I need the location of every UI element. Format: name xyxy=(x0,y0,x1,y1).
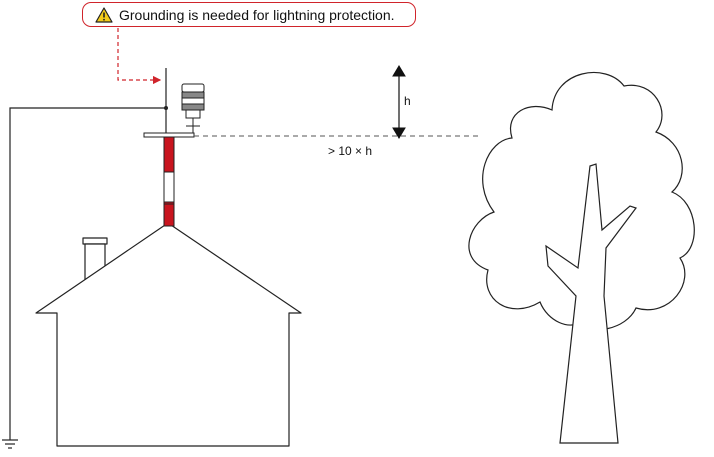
warning-triangle-icon xyxy=(95,7,113,23)
weather-sensor-icon xyxy=(182,84,204,133)
ground-symbol-icon xyxy=(2,440,18,448)
mast-base xyxy=(164,204,174,226)
callout-pointer-arrow xyxy=(118,28,160,80)
distance-label: > 10 × h xyxy=(328,144,372,158)
grounding-callout: Grounding is needed for lightning protec… xyxy=(82,2,416,27)
house-chimney xyxy=(83,238,107,244)
grounding-callout-text: Grounding is needed for lightning protec… xyxy=(119,7,395,23)
height-label: h xyxy=(404,94,411,108)
house xyxy=(36,223,301,446)
house-body xyxy=(36,223,301,446)
mounting-plate xyxy=(144,133,194,137)
